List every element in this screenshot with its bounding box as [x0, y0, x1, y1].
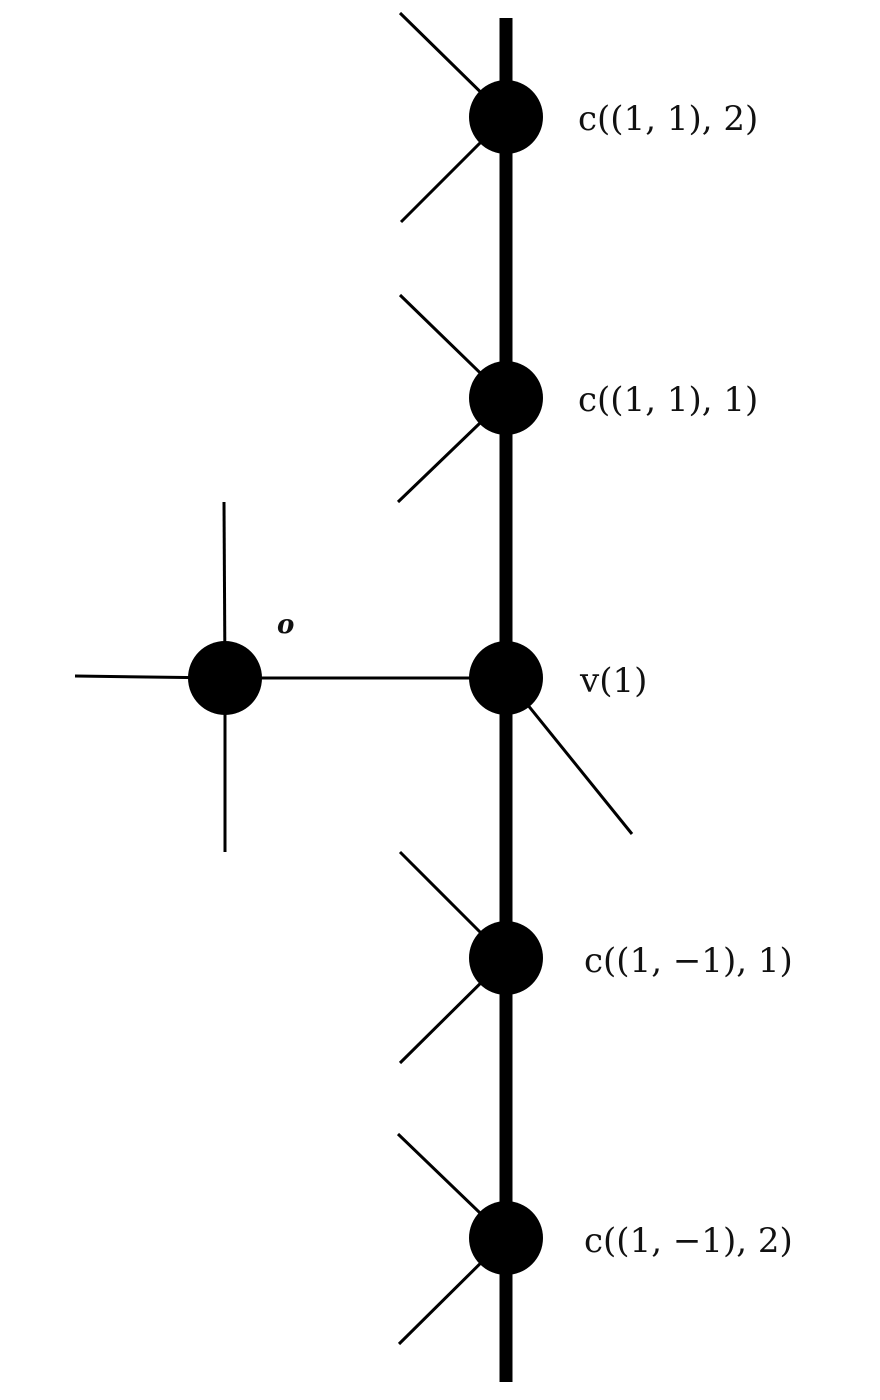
node-top2-label: c((1, 1), 2) — [578, 99, 758, 139]
node-bot2-label: c((1, −1), 2) — [584, 1221, 793, 1261]
origin-node — [188, 641, 262, 715]
node-bot1 — [469, 921, 543, 995]
node-mid-label: v(1) — [579, 661, 647, 701]
node-bot2 — [469, 1201, 543, 1275]
node-bot1-label: c((1, −1), 1) — [584, 941, 793, 981]
origin-label: o — [277, 610, 294, 640]
node-mid — [469, 641, 543, 715]
node-top1 — [469, 361, 543, 435]
node-top1-label: c((1, 1), 1) — [578, 380, 758, 420]
node-top2 — [469, 80, 543, 154]
